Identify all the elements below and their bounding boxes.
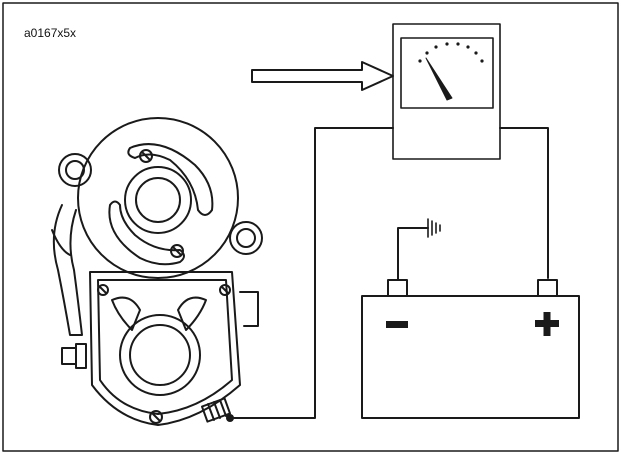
starter-slot-upper bbox=[127, 143, 214, 216]
meter-scale-dots bbox=[418, 42, 484, 63]
meter-dial-window bbox=[400, 37, 494, 109]
output-terminal bbox=[200, 397, 234, 423]
solenoid-housing bbox=[89, 271, 241, 426]
mounting-ear-left-hole bbox=[65, 160, 85, 180]
arrow-icon bbox=[251, 61, 394, 91]
starter-side-cable bbox=[52, 204, 83, 336]
starter-left-bolt bbox=[61, 347, 77, 365]
battery-case bbox=[361, 295, 580, 419]
battery-negative-post bbox=[387, 279, 408, 297]
starter-left-bolt-head bbox=[75, 343, 87, 369]
starter-slot-lower bbox=[108, 200, 185, 266]
starter-side-tab bbox=[239, 291, 259, 327]
solenoid-inner-outline bbox=[97, 279, 233, 415]
solenoid-yoke-right bbox=[177, 296, 207, 331]
mounting-ear-right-hole bbox=[236, 228, 256, 248]
ground-icon bbox=[427, 218, 441, 238]
screw-icon bbox=[170, 244, 184, 258]
battery bbox=[361, 279, 580, 419]
wires bbox=[229, 127, 549, 419]
meter bbox=[392, 23, 501, 160]
positive-sign-icon bbox=[535, 312, 559, 336]
figure-id-label: a0167x5x bbox=[24, 26, 77, 40]
starter-side-bracket bbox=[51, 229, 71, 256]
starter-motor bbox=[51, 117, 263, 426]
screw-icon bbox=[97, 284, 109, 296]
meter-needle bbox=[425, 57, 453, 101]
meter-body bbox=[392, 23, 501, 160]
solenoid-plunger-outer bbox=[119, 314, 201, 396]
negative-sign-icon bbox=[386, 321, 408, 328]
solenoid-plunger-inner bbox=[129, 324, 191, 386]
screw-icon bbox=[139, 149, 153, 163]
wire-ground bbox=[397, 227, 429, 281]
screw-icon bbox=[149, 410, 163, 424]
mounting-ear-left bbox=[58, 153, 92, 187]
solenoid-yoke-left bbox=[111, 296, 141, 331]
starter-bearing-outer bbox=[124, 166, 192, 234]
battery-positive-post bbox=[537, 279, 558, 297]
wire-meter-to-terminal bbox=[229, 127, 394, 419]
starter-end-housing bbox=[77, 117, 239, 279]
starter-bearing-inner bbox=[135, 177, 181, 223]
screw-icon bbox=[219, 284, 231, 296]
mounting-ear-right bbox=[229, 221, 263, 255]
wire-meter-to-battery-positive bbox=[499, 127, 549, 279]
